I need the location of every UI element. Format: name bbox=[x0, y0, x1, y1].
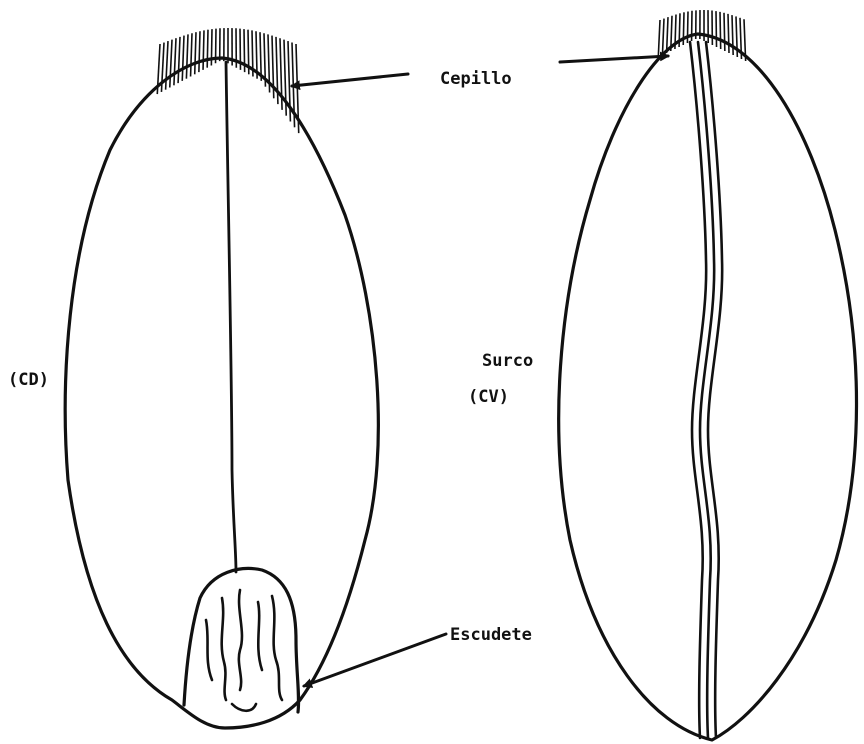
scutellum-label: Escudete bbox=[450, 625, 532, 645]
brush-hair bbox=[728, 14, 729, 53]
brush-hair bbox=[658, 20, 660, 57]
dorsal-view-grain bbox=[65, 28, 378, 728]
brush-hair bbox=[170, 40, 172, 88]
brush-hair bbox=[724, 13, 725, 51]
brush-hair bbox=[182, 36, 184, 81]
furrow bbox=[690, 42, 722, 738]
brush-hair bbox=[191, 33, 192, 76]
brush-hair bbox=[662, 19, 664, 55]
ventral-view-label: (CV) bbox=[468, 387, 509, 407]
brush-hair bbox=[720, 12, 721, 49]
brush-hair bbox=[174, 38, 176, 85]
furrow-label: Surco bbox=[482, 351, 533, 371]
brush-hair bbox=[203, 30, 204, 70]
brush-arrow-left bbox=[292, 74, 408, 86]
brush-hair bbox=[732, 15, 733, 55]
brush-hair bbox=[716, 11, 717, 47]
brush-hair bbox=[207, 30, 208, 68]
dorsal-view-label: (CD) bbox=[8, 370, 49, 390]
brush-hair bbox=[195, 32, 196, 74]
brush-hair bbox=[178, 37, 180, 83]
dorsal-center-line bbox=[226, 62, 236, 572]
ventral-view-grain bbox=[559, 10, 857, 740]
brush-label: Cepillo bbox=[440, 69, 512, 89]
brush-hair bbox=[166, 41, 168, 90]
brush-hair bbox=[199, 31, 200, 72]
brush-arrow-right bbox=[560, 56, 668, 62]
brush-hair bbox=[186, 34, 188, 78]
scutellum bbox=[184, 568, 299, 712]
